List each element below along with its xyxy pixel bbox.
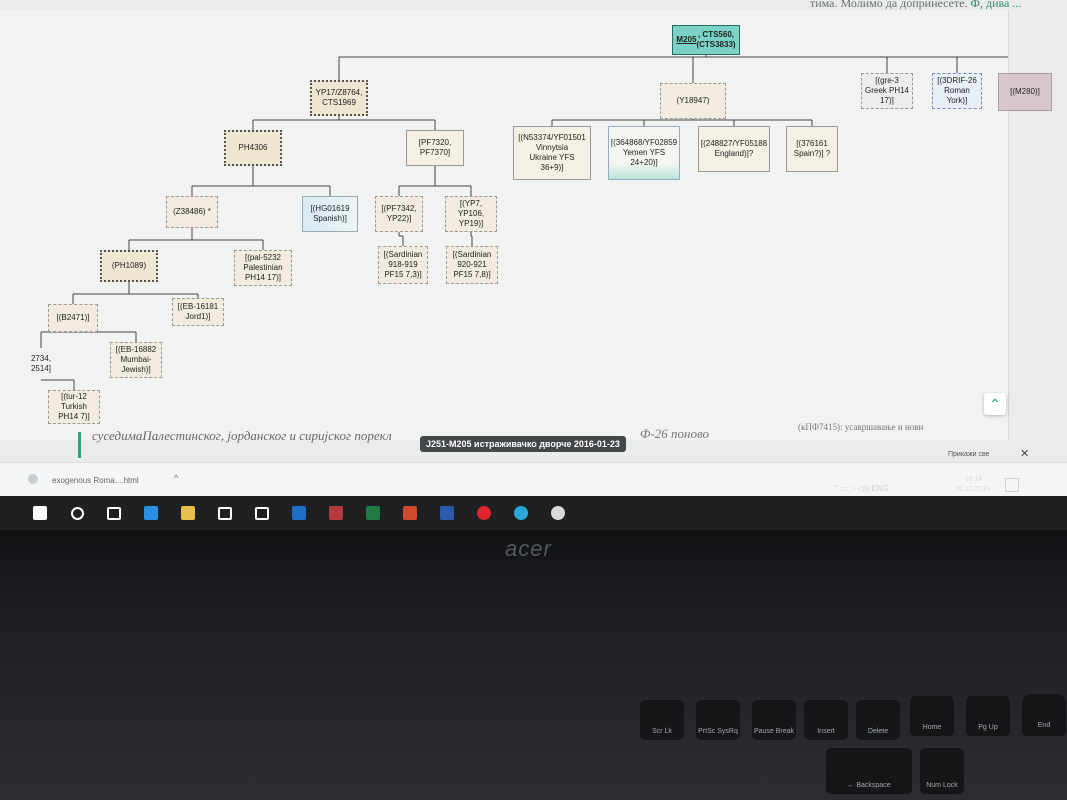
powerpoint-glyph [403,506,417,520]
word-icon[interactable] [433,496,461,530]
chrome-icon[interactable] [544,496,572,530]
tree-node-pf7320: [PF7320, PF7370] [406,130,464,166]
key-0[interactable]: Scr Lk [640,700,684,740]
word-glyph [440,506,454,520]
tree-node-b2471: [(B2471)] [48,304,98,332]
opera-icon[interactable] [470,496,498,530]
tree-node-gre3: [(gre-3 Greek PH14 17)] [861,73,913,109]
close-download-bar-icon[interactable]: ✕ [1020,448,1030,460]
key-5[interactable]: Home [910,696,954,736]
screen: тима. Молимо да допринесете. Ф, дива ...… [0,0,1067,530]
outlook-glyph [292,506,306,520]
tree-node-364868: [(364868/YF02859 Yemen YFS 24+20)] [608,126,680,180]
download-file[interactable]: exogenous Roma....html [52,476,139,485]
tree-node-ph4306: PH4306 [224,130,282,166]
edge-glyph [144,506,158,520]
task-view-glyph [107,506,121,520]
key-3[interactable]: Insert [804,700,848,740]
tree-node-eb16181: [(EB-16181 Jord1)] [172,298,224,326]
windows-start-icon[interactable] [26,496,54,530]
store-glyph [218,506,232,520]
edge-icon[interactable] [137,496,165,530]
tree-node-pf7342: [(PF7342, YP22)] [375,196,423,232]
tree-node-sard920: [(Sardinian 920-921 PF15 7,8)] [446,246,498,284]
tree-node-pal5232: [(pal-5232 Palestinian PH14 17)] [234,250,292,286]
sync-icon[interactable] [507,496,535,530]
brand-logo: acer [505,536,552,561]
notification-icon[interactable] [1005,478,1019,492]
key-1[interactable]: PrtSc SysRq [696,700,740,740]
clock-time: 16:14 [964,476,983,483]
haplogroup-tree-page: M205, CTS560,(CTS3833) YP17/Z8764, CTS196… [0,10,1052,440]
tree-node-hg01619: [(HG01619 Spanish)] [302,196,358,232]
tree-node-yp17: YP17/Z8764, CTS1969 [310,80,368,116]
powerpoint-icon[interactable] [396,496,424,530]
key-9[interactable]: Num Lock [920,748,964,794]
article-text: суседимаПалестинског, јорданског и сириј… [92,428,392,443]
mail-glyph [255,506,269,520]
key-10[interactable]: ← Backspace [826,748,912,794]
article-text-2: Ф-26 поново [640,426,709,441]
key-4[interactable]: Delete [856,700,900,740]
mail-icon[interactable] [248,496,276,530]
image-caption: J251-M205 истраживачко дворче 2016-01-23 [420,436,626,452]
taskbar [0,496,1067,530]
top-notice-link[interactable]: Ф, дива ... [970,0,1022,10]
show-all-link[interactable]: Прикажи све [948,451,990,458]
tree-node-sard918: [(Sardinian 918-919 PF15 7,3)] [378,246,428,284]
sync-glyph [514,506,528,520]
download-menu-chevron-icon[interactable]: ^ [174,473,179,483]
tree-node-n53374: [(N53374/YF01501 Vinnytsia Ukraine YFS 3… [513,126,591,180]
search-icon[interactable] [63,496,91,530]
key-8[interactable]: End [1024,694,1064,734]
tree-node-3drif: [(3DRIF-26 Roman York)] [932,73,982,109]
file-explorer-glyph [181,506,195,520]
tree-node-m280: [(M280)] [998,73,1052,111]
tree-node-ph1089: (PH1089) [100,250,158,282]
tree-diagram [40,55,1008,390]
tree-node-n2734: 2734, 2514] [30,354,52,373]
access-icon[interactable] [322,496,350,530]
key-2[interactable]: Pause Break [752,700,796,740]
download-bar [0,462,1067,497]
article-text-3: (кПФ7415): усавршавање и нови [798,422,924,432]
task-view-icon[interactable] [100,496,128,530]
tree-node-eb16882: [(EB-16882 Mumbai- Jewish)] [110,342,162,378]
excel-glyph [366,506,380,520]
tree-node-y18947: (Y18947) [660,83,726,119]
store-icon[interactable] [211,496,239,530]
system-tray[interactable]: ⌃ ▭ ◔ ◁)) ENG [832,484,889,493]
chrome-glyph [551,506,565,520]
file-explorer-icon[interactable] [174,496,202,530]
search-glyph [70,506,84,520]
quote-bar [78,432,81,458]
scroll-top-button[interactable]: ⌃ [984,393,1006,415]
tree-edges [40,55,1008,390]
tree-node-376161: [(376161 Spain?)] ? [786,126,838,172]
key-6[interactable]: Pg Up [966,696,1010,736]
top-notice: тима. Молимо да допринесете. Ф, дива ... [810,0,1021,11]
language-indicator[interactable]: ENG [871,484,889,493]
opera-glyph [477,506,491,520]
tree-node-z38486: (Z38486) * [166,196,218,228]
tree-node-248827: [(248827/YF05188 England)]? [698,126,770,172]
top-notice-text: тима. Молимо да допринесете. [810,0,968,10]
tree-node-tur12: [(tur-12 Turkish PH14 7)] [48,390,100,424]
tree-node-yp7: [(YP7, YP106, YP19)] [445,196,497,232]
chevron-up-icon: ⌃ [989,395,1001,412]
excel-icon[interactable] [359,496,387,530]
access-glyph [329,506,343,520]
file-icon [28,474,38,484]
tree-node-root: M205, CTS560,(CTS3833) [672,25,740,55]
windows-start-glyph [33,506,47,520]
outlook-icon[interactable] [285,496,313,530]
clock-date: 26.10.2019. [955,486,992,493]
clock[interactable]: 16:14 26.10.2019. [955,475,992,495]
